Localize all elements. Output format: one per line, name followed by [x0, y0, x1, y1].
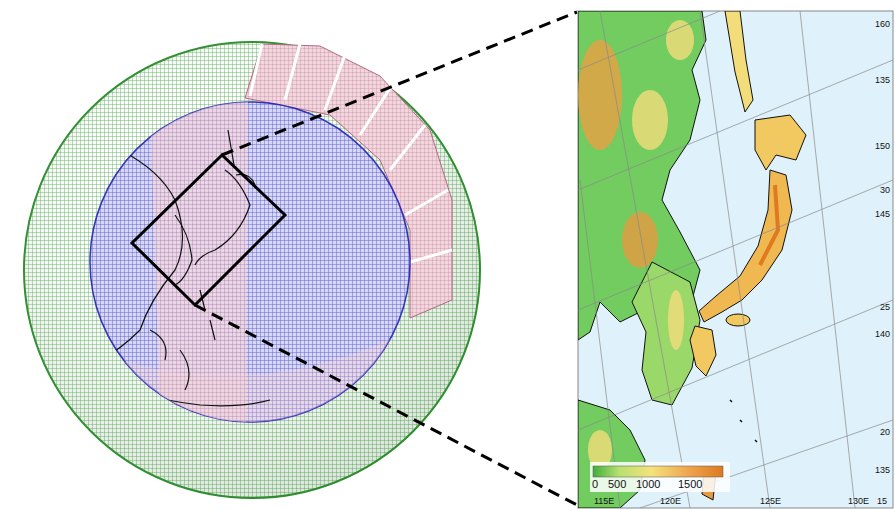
axis-label: 20 [880, 428, 890, 437]
colorbar-value: 0 [592, 479, 598, 490]
axis-label: 25 [880, 303, 890, 312]
axis-label: 140 [875, 330, 890, 339]
colorbar-value: 500 [608, 479, 626, 490]
axis-label: 125E [760, 497, 781, 506]
axis-label: 135 [875, 466, 890, 475]
axis-label: 30 [880, 186, 890, 195]
axis-label: 115E [594, 497, 614, 506]
axis-label: 135 [875, 76, 890, 85]
axis-label: 150 [875, 142, 890, 151]
colorbar-value: 1500 [678, 479, 702, 490]
axis-label: 15 [877, 497, 887, 506]
axis-label: 130E [848, 497, 869, 506]
axis-label: 120E [660, 497, 681, 506]
colorbar-value: 1000 [636, 479, 660, 490]
axis-label: 145 [875, 210, 890, 219]
axis-label: 160 [875, 20, 890, 29]
